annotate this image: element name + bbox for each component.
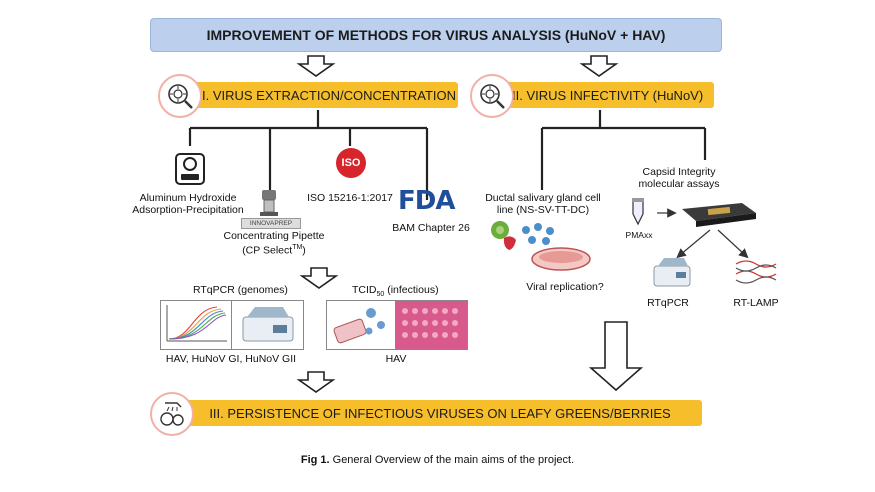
rt-lamp-label: RT-LAMP [733, 297, 779, 309]
pipette-label: Concentrating Pipette (CP SelectTM) [223, 230, 325, 257]
rtqpcr-panel [160, 300, 304, 350]
cell-line-label: Ductal salivary gland cell line (NS-SV-T… [485, 192, 601, 216]
well-plate-icon [395, 301, 467, 349]
caption-text: General Overview of the main aims of the… [329, 454, 575, 466]
lettuce-berry-icon [488, 218, 522, 257]
figure-caption: Fig 1. General Overview of the main aims… [0, 454, 875, 466]
aluminum-label: Aluminum Hydroxide Adsorption-Precipitat… [132, 192, 244, 216]
rt-lamp-icon [734, 258, 778, 293]
virus-magnifier-icon-1 [158, 74, 202, 118]
pmaxx-label: PMAxx [625, 230, 653, 240]
hollow-arrow-2 [579, 55, 619, 77]
replication-label: Viral replication? [526, 281, 604, 293]
amplification-curves-icon [166, 305, 227, 342]
watering-produce-icon [150, 392, 194, 436]
hollow-arrow-4 [296, 371, 336, 393]
petri-dish-icon [530, 246, 592, 277]
pcr-machine-icon-2 [652, 256, 692, 293]
capsid-label: Capsid Integrity molecular assays [638, 166, 720, 190]
rtqpcr-targets: HAV, HuNoV GI, HuNoV GII [165, 353, 297, 365]
flask-virus-icon [333, 308, 385, 344]
hollow-arrow-1 [296, 55, 336, 77]
caption-label: Fig 1. [300, 454, 330, 466]
bam-label: BAM Chapter 26 [392, 222, 470, 234]
iso-logo: ISO [336, 148, 366, 178]
rtqpcr-label-2: RTqPCR [647, 297, 689, 309]
main-title: IMPROVEMENT OF METHODS FOR VIRUS ANALYSI… [150, 18, 722, 52]
section-extraction-label: I. VIRUS EXTRACTION/CONCENTRATION [202, 87, 456, 103]
tcid-title: TCID50 (infectious) [352, 284, 439, 299]
pipette-device-icon [256, 188, 282, 223]
tube-icon [628, 198, 648, 231]
tcid-target: HAV [385, 353, 407, 365]
section-persistence-bar: III. PERSISTENCE OF INFECTIOUS VIRUSES O… [178, 400, 702, 426]
virus-magnifier-icon-2 [470, 74, 514, 118]
pcr-machine-icon [242, 307, 294, 342]
innovaprep-logo: INNOVAPREP [241, 218, 301, 229]
virus-particles-icon [520, 222, 564, 253]
centrifuge-icon [172, 148, 208, 193]
light-device-icon [678, 199, 758, 234]
hollow-arrow-big [588, 321, 644, 392]
rtqpcr-title: RTqPCR (genomes) [193, 284, 288, 296]
section-infectivity-label: II. VIRUS INFECTIVITY (HuNoV) [512, 87, 704, 103]
section-extraction-bar: I. VIRUS EXTRACTION/CONCENTRATION [190, 82, 458, 108]
section-persistence-label: III. PERSISTENCE OF INFECTIOUS VIRUSES O… [209, 405, 671, 421]
iso-label: ISO 15216-1:2017 [307, 192, 393, 204]
section-infectivity-bar: II. VIRUS INFECTIVITY (HuNoV) [502, 82, 714, 108]
fda-logo: FDA [398, 186, 455, 216]
tcid-panel [326, 300, 468, 350]
hollow-arrow-3 [299, 267, 339, 289]
